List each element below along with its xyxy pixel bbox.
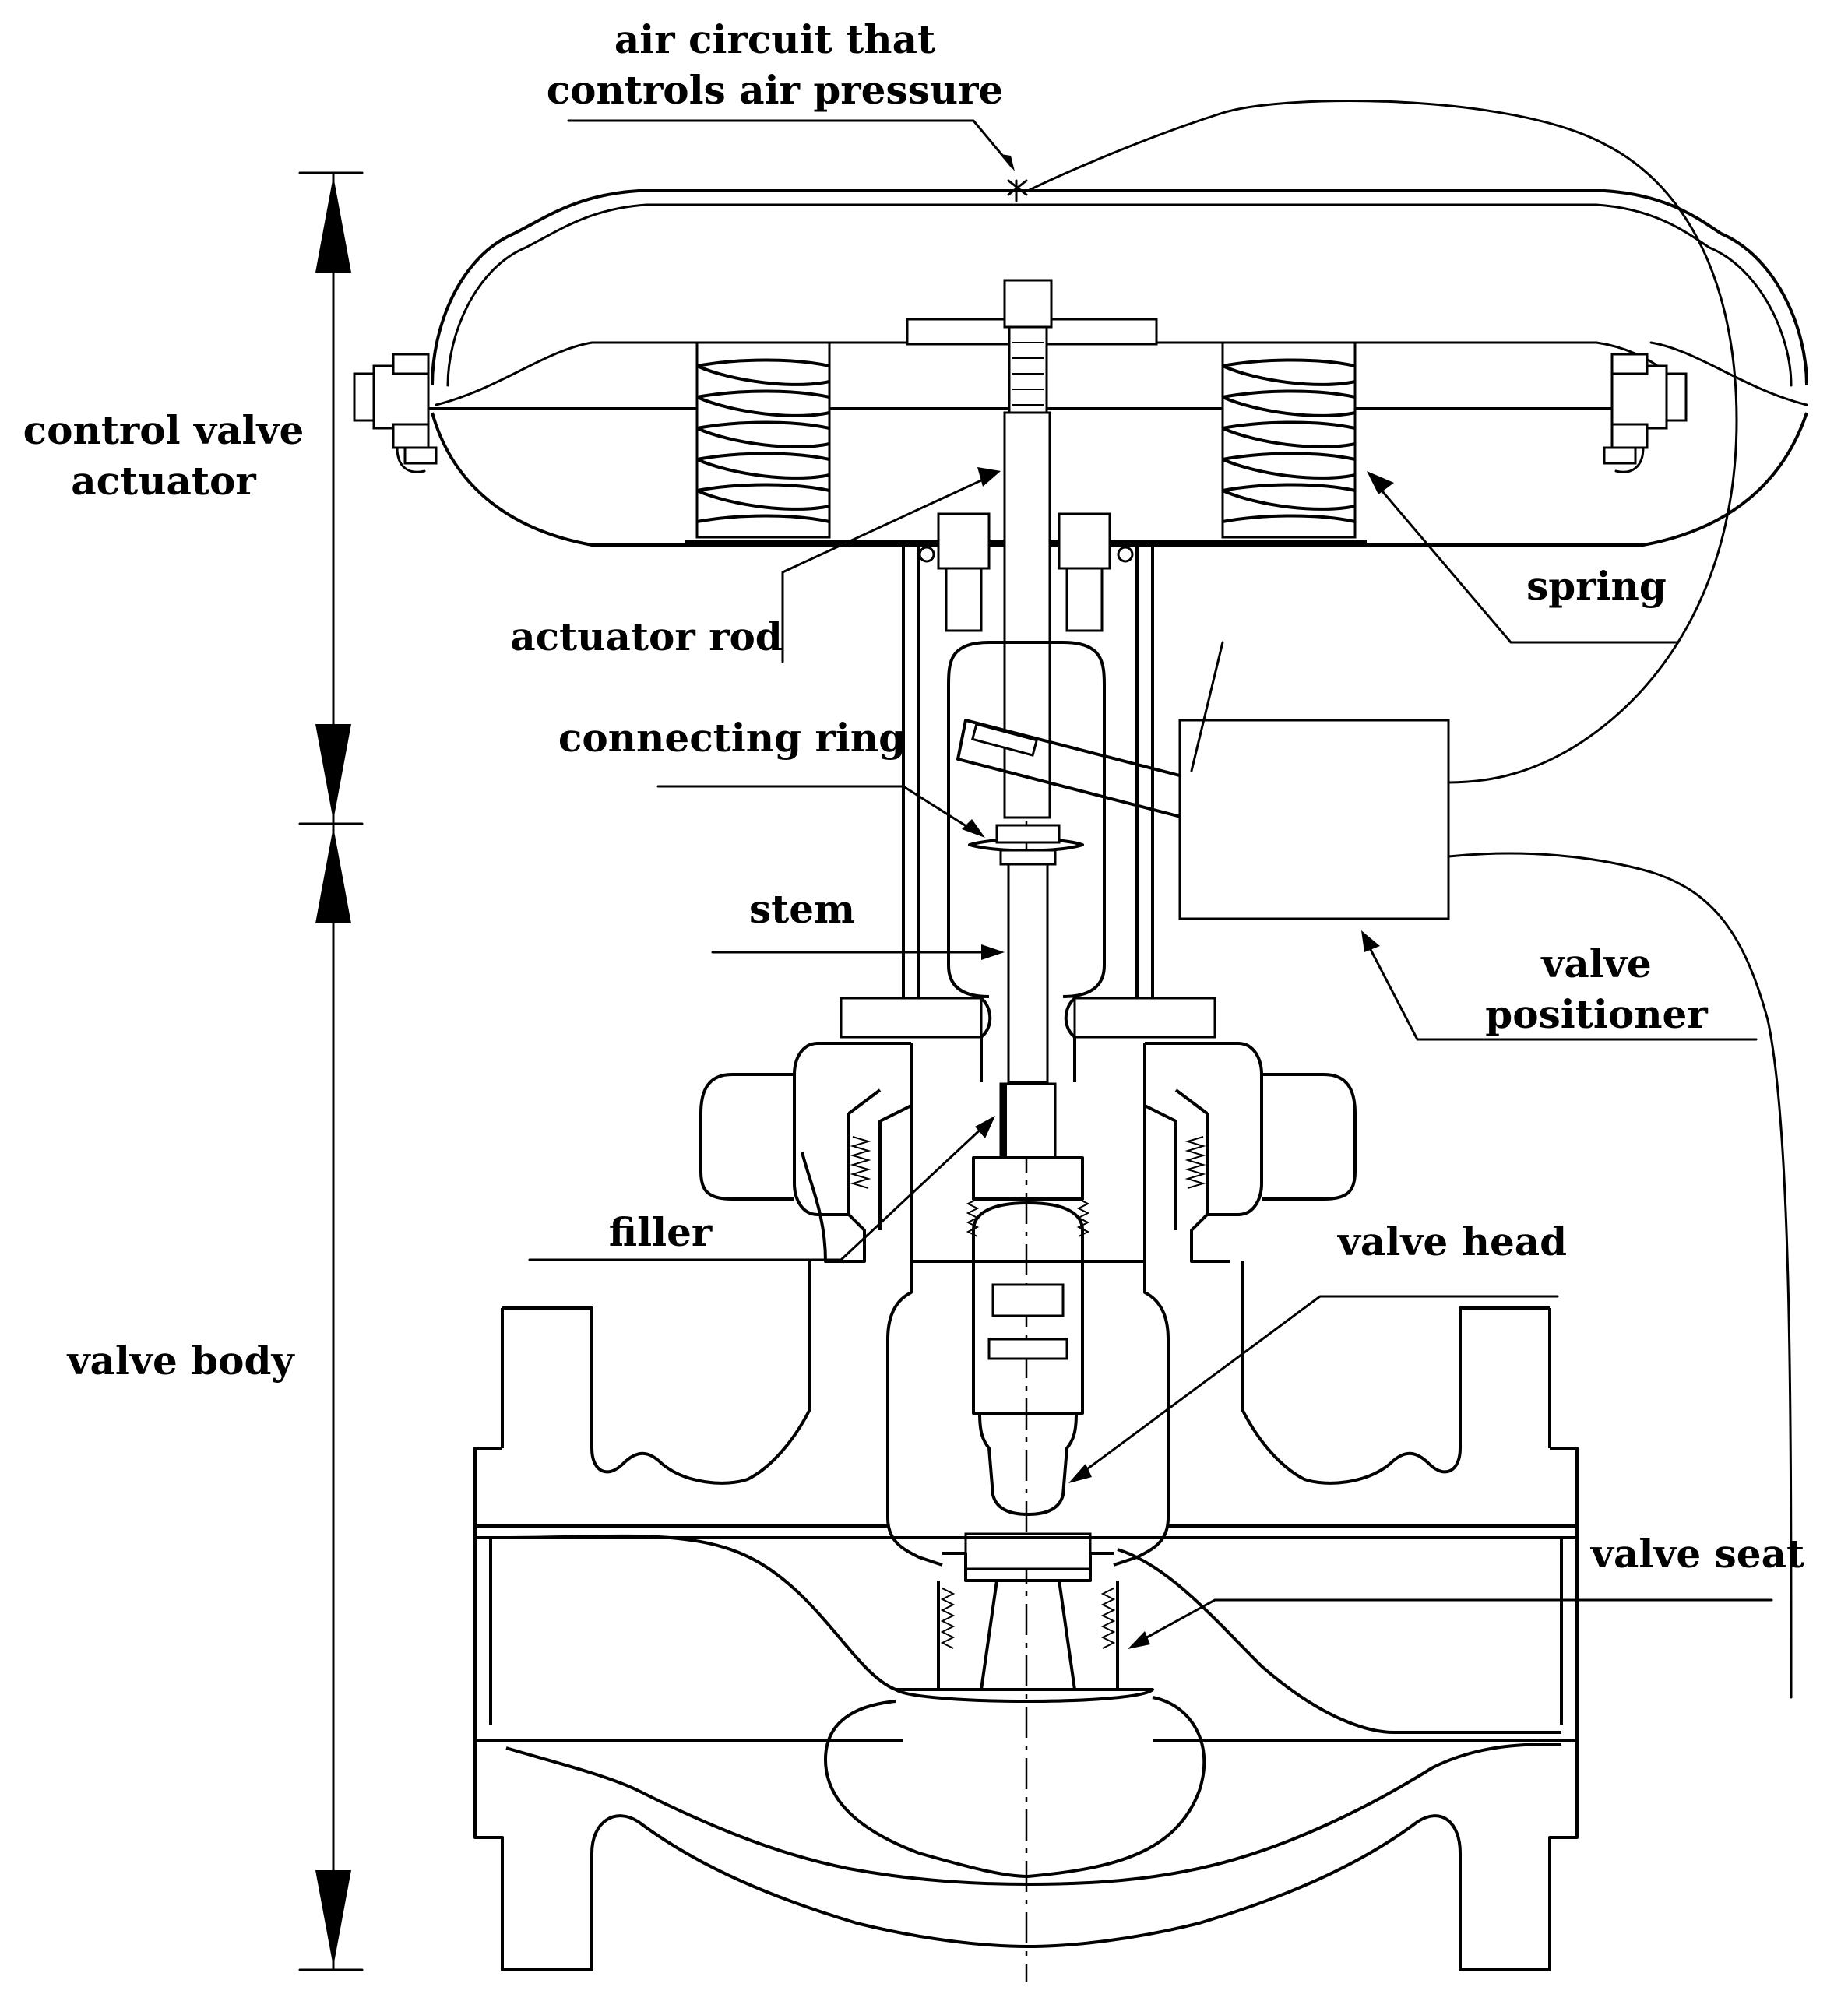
labels: air circuit that controls air pressure c…	[23, 16, 1804, 1577]
label-valve-body: valve body	[66, 1338, 295, 1384]
actuator-dim-arrow-bottom	[315, 724, 351, 821]
label-actuator-line1: control valve	[23, 407, 304, 453]
actuator-housing	[353, 189, 1808, 547]
label-stem: stem	[749, 886, 855, 932]
body-dim-arrow-bottom	[315, 1870, 351, 1967]
yoke	[902, 545, 1154, 1000]
bonnet-inner	[886, 1261, 1170, 1567]
label-valve-seat: valve seat	[1590, 1531, 1804, 1577]
label-valve-head: valve head	[1337, 1219, 1567, 1264]
feedback-arm	[956, 719, 1193, 819]
label-air-circuit-line1: air circuit that	[614, 16, 935, 62]
bonnet-bosses	[699, 1073, 1357, 1215]
valve-plug	[972, 1201, 1084, 1516]
spring-right	[1221, 341, 1357, 539]
spring-left	[695, 341, 831, 539]
body-dim-arrow-top	[315, 827, 351, 923]
label-air-circuit-line2: controls air pressure	[547, 67, 1004, 113]
filler-packing	[966, 1082, 1090, 1237]
dimension-lines	[298, 171, 364, 1971]
label-spring: spring	[1526, 563, 1667, 609]
valve-seat	[894, 1532, 1154, 1703]
label-connecting-ring: connecting ring	[558, 715, 906, 761]
label-actuator-rod: actuator rod	[510, 614, 783, 659]
label-valve-positioner-line2: positioner	[1485, 991, 1708, 1037]
leader-lines	[528, 119, 1773, 1649]
actuator-rod	[1003, 411, 1051, 819]
valve-positioner-box	[1178, 719, 1450, 920]
label-actuator-line2: actuator	[71, 458, 256, 504]
label-filler: filler	[609, 1209, 713, 1255]
stem	[1007, 863, 1049, 1084]
yoke-bolts	[918, 512, 1134, 632]
top-nut	[1003, 279, 1053, 414]
label-valve-positioner-line1: valve	[1540, 941, 1651, 986]
bonnet-flange	[840, 997, 1216, 1039]
air-tubing	[1007, 100, 1793, 1699]
actuator-dim-arrow-top	[315, 176, 351, 273]
valve-body	[473, 1261, 1579, 1971]
bonnet	[793, 1037, 1263, 1263]
